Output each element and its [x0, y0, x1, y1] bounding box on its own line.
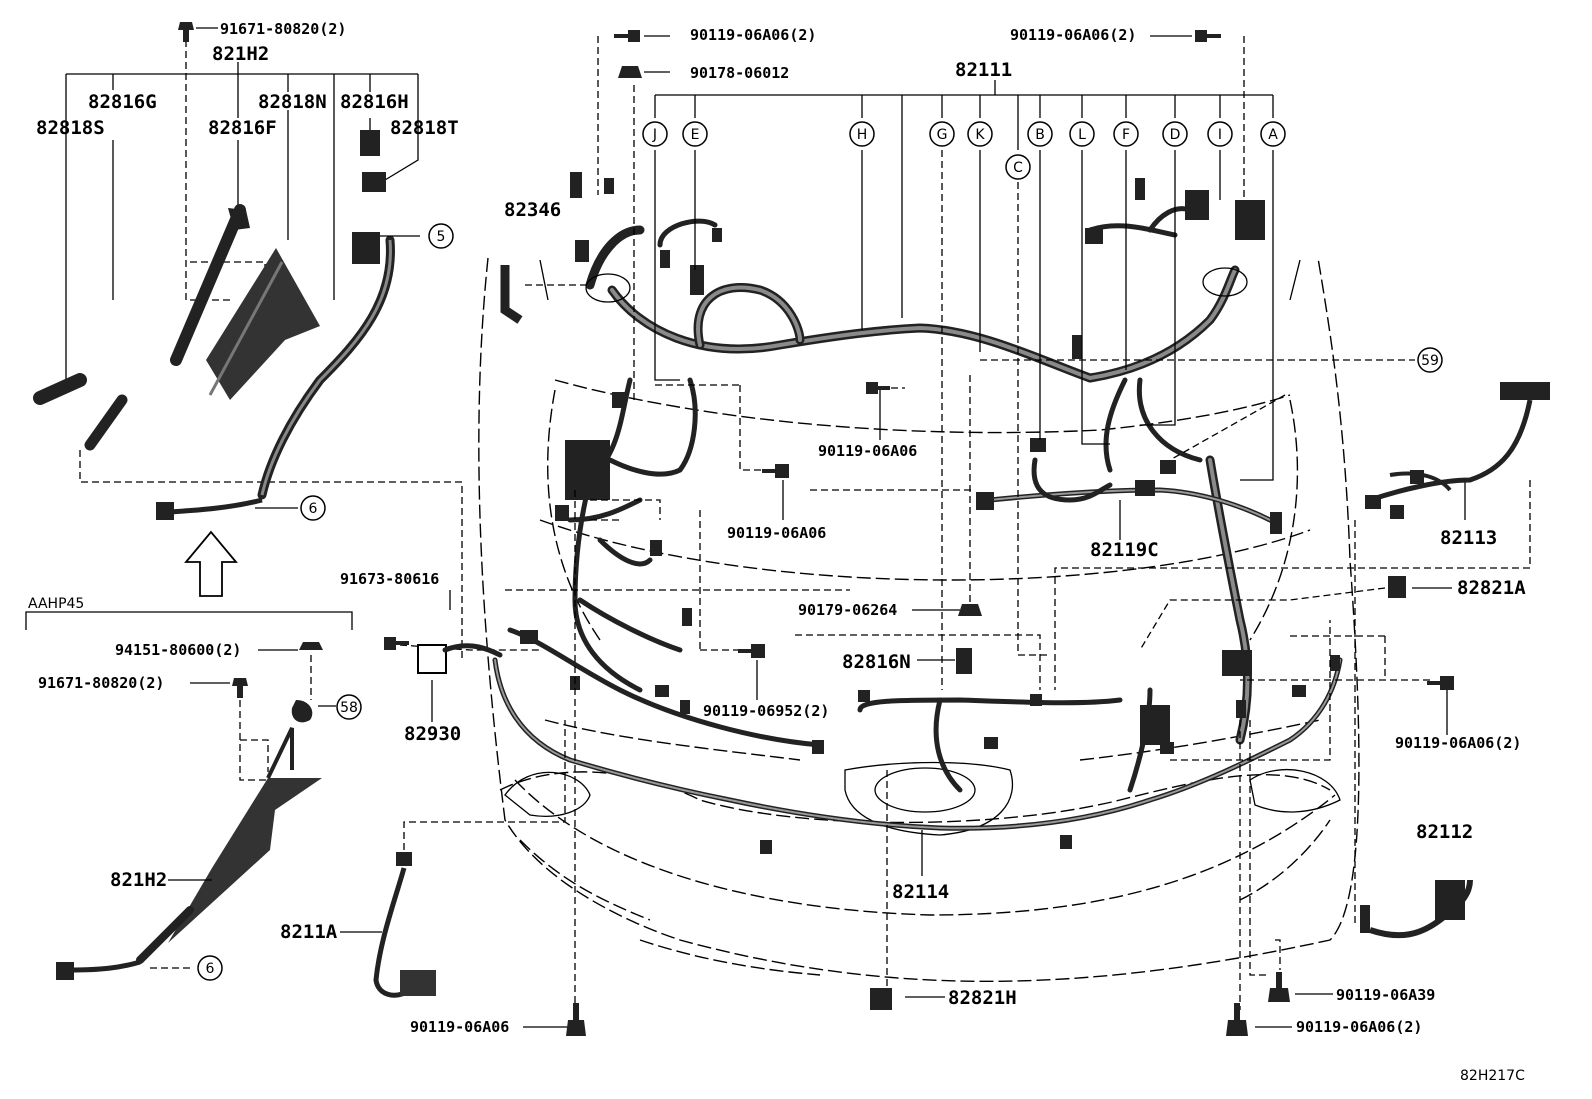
bolt-icon: [738, 644, 765, 658]
part-label: 90119-06A06(2): [1296, 1018, 1422, 1036]
part-label: 821H2: [212, 43, 269, 65]
part-label: 90178-06012: [690, 64, 789, 82]
harness-82114: [492, 627, 1343, 854]
up-arrow-icon: [184, 530, 238, 597]
branch-letter-H: H: [857, 127, 868, 143]
callout-59: 59: [1421, 353, 1439, 369]
inset-aahp45: [25, 611, 353, 980]
part-label: 821H2: [110, 869, 167, 891]
callout-58: 58: [340, 700, 358, 716]
part-label: 91671-80820(2): [220, 20, 346, 38]
part-label: 82821A: [1457, 577, 1526, 599]
bolt-icon: [614, 30, 640, 42]
branch-letter-G: G: [937, 127, 948, 143]
part-label: 82816N: [842, 651, 911, 673]
bolt-icon: [762, 464, 789, 478]
nut-icon: [299, 642, 323, 650]
engine-room-left-harness: [555, 377, 698, 714]
part-label: 82346: [504, 199, 561, 221]
nut-icon: [618, 66, 642, 78]
branch-letter-A: A: [1268, 127, 1278, 143]
bolt-icon: [178, 22, 194, 42]
bolt-icon: [1226, 1003, 1248, 1036]
bolt-icon: [232, 678, 248, 698]
part-label: 82113: [1440, 527, 1497, 549]
bolt-icon: [1195, 30, 1221, 42]
part-label: 90119-06A06(2): [690, 26, 816, 44]
fasteners: [373, 30, 1550, 1036]
part-label: 82112: [1416, 821, 1473, 843]
part-label: 82818N: [258, 91, 327, 113]
bolt-icon: [1427, 676, 1454, 690]
leader-lines: [340, 35, 1531, 1028]
part-label: 90119-06A06: [410, 1018, 509, 1036]
branch-letters: J E H G K C B L F D I A: [642, 121, 1286, 180]
part-label: 82111: [955, 59, 1012, 81]
branch-letter-B: B: [1035, 127, 1045, 143]
callout-6-bottom: 6: [206, 961, 215, 977]
bolt-icon: [1268, 972, 1290, 1002]
part-label: 8211A: [280, 921, 338, 943]
doc-code: 82H217C: [1460, 1068, 1525, 1084]
part-label: 90119-06952(2): [703, 702, 829, 720]
part-label: 82816F: [208, 117, 277, 139]
part-label: 82930: [404, 723, 461, 745]
part-label: 90119-06A06(2): [1010, 26, 1136, 44]
part-label: 82816G: [88, 91, 157, 113]
inset-top-left: [33, 22, 463, 660]
harness-82119C: [976, 457, 1282, 534]
bolt-icon: [384, 637, 409, 650]
branch-letter-E: E: [691, 127, 700, 143]
part-label: 90119-06A06: [727, 524, 826, 542]
part-label: 94151-80600(2): [115, 641, 241, 659]
part-label: 82114: [892, 881, 949, 903]
branch-letter-D: D: [1170, 127, 1181, 143]
branch-letter-I: I: [1218, 127, 1222, 143]
part-label: 91673-80616: [340, 570, 439, 588]
part-label: 91671-80820(2): [38, 674, 164, 692]
branch-letter-C: C: [1013, 160, 1023, 176]
branch-letter-K: K: [975, 127, 985, 143]
bolt-icon: [566, 1003, 586, 1036]
branch-letter-J: J: [652, 127, 657, 143]
part-label: 82816H: [340, 91, 409, 113]
bolt-icon: [866, 382, 890, 394]
nut-icon: [958, 604, 982, 616]
part-label: 90119-06A06: [818, 442, 917, 460]
part-label: 82821H: [948, 987, 1017, 1009]
branch-letter-F: F: [1122, 127, 1130, 143]
part-labels: 91671-80820(2) 821H2 82816G 82818N 82816…: [28, 20, 1526, 1084]
variant-label: AAHP45: [28, 596, 84, 612]
part-label: 90119-06A06(2): [1395, 734, 1521, 752]
callouts: 5 6 6 58 59: [197, 223, 1443, 981]
branch-letter-L: L: [1078, 127, 1086, 143]
part-label: 82119C: [1090, 539, 1159, 561]
part-label: 90179-06264: [798, 601, 897, 619]
main-harness-82111: [570, 172, 1265, 745]
part-label: 90119-06A39: [1336, 986, 1435, 1004]
callout-5: 5: [437, 229, 446, 245]
part-label: 82818T: [390, 117, 459, 139]
callout-6-top: 6: [309, 501, 318, 517]
part-label: 82818S: [36, 117, 105, 139]
